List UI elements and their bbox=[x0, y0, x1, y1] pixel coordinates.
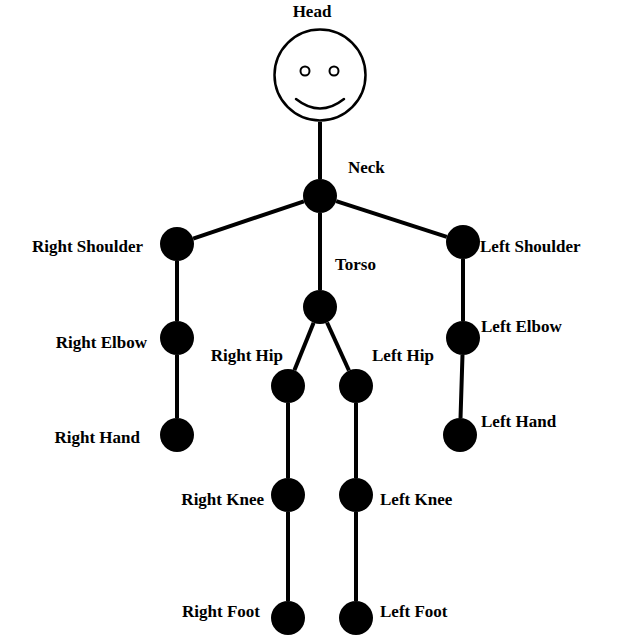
joint-shape bbox=[446, 225, 480, 259]
joint-dot: Right Shoulder bbox=[160, 227, 194, 261]
joint-dot: Torso bbox=[303, 290, 337, 324]
joint-shape bbox=[339, 601, 373, 635]
joint-shape bbox=[303, 290, 337, 324]
bone-line bbox=[354, 403, 358, 478]
joint-label: Torso bbox=[335, 256, 376, 275]
joint-circle bbox=[160, 227, 194, 261]
joint-circle bbox=[160, 418, 194, 452]
joint-label: Left Foot bbox=[380, 603, 448, 622]
eye bbox=[330, 67, 339, 76]
head-circle-shape bbox=[275, 30, 366, 121]
joint-shape bbox=[446, 321, 480, 355]
joint-circle bbox=[303, 290, 337, 324]
joint-dot: Right Foot bbox=[271, 601, 305, 635]
bone-line bbox=[327, 322, 349, 370]
joint-shape bbox=[271, 601, 305, 635]
bone-line bbox=[175, 355, 179, 418]
joint-label: Right Hip bbox=[211, 347, 283, 366]
joint-shape bbox=[160, 227, 194, 261]
bone-line bbox=[286, 512, 290, 601]
joint-dot: Left Shoulder bbox=[446, 225, 480, 259]
joint-label: Left Shoulder bbox=[480, 238, 581, 257]
joint-circle bbox=[160, 321, 194, 355]
joint-circle bbox=[271, 601, 305, 635]
joint-dot: Left Hand bbox=[443, 418, 477, 452]
joint-circle bbox=[339, 369, 373, 403]
joint-dot: Left Knee bbox=[339, 478, 373, 512]
joint-shape bbox=[339, 478, 373, 512]
joint-shape bbox=[339, 369, 373, 403]
joint-circle bbox=[446, 321, 480, 355]
joint-dot: Left Hip bbox=[339, 369, 373, 403]
bone-line bbox=[318, 213, 322, 290]
joint-shape bbox=[443, 418, 477, 452]
joint-dot: Left Foot bbox=[339, 601, 373, 635]
eye bbox=[301, 67, 310, 76]
joint-dot: Right Hand bbox=[160, 418, 194, 452]
joint-label: Right Shoulder bbox=[32, 238, 143, 257]
bone-line bbox=[286, 403, 290, 478]
bone-line bbox=[318, 122, 322, 179]
joint-dot: Right Elbow bbox=[160, 321, 194, 355]
joint-circle bbox=[339, 601, 373, 635]
joint-shape bbox=[271, 478, 305, 512]
joint-dot: Left Elbow bbox=[446, 321, 480, 355]
joint-label: Left Hip bbox=[372, 347, 434, 366]
joint-label: Head bbox=[293, 3, 332, 22]
joint-circle bbox=[271, 369, 305, 403]
joint-circle bbox=[339, 478, 373, 512]
head-outline bbox=[273, 28, 367, 122]
joint-shape bbox=[160, 418, 194, 452]
head-circle: Head bbox=[273, 28, 367, 122]
bone-line bbox=[294, 323, 313, 370]
joint-circle bbox=[271, 478, 305, 512]
bone-line bbox=[193, 201, 304, 238]
joint-circle bbox=[443, 418, 477, 452]
smile bbox=[296, 99, 344, 109]
joint-label: Right Elbow bbox=[56, 334, 147, 353]
joint-label: Neck bbox=[348, 159, 385, 178]
joint-dot: Right Knee bbox=[271, 478, 305, 512]
joint-circle bbox=[303, 179, 337, 213]
joint-dot: Right Hip bbox=[271, 369, 305, 403]
bone-line bbox=[336, 201, 447, 237]
bone-line bbox=[461, 355, 463, 418]
joint-label: Left Hand bbox=[481, 413, 556, 432]
bone-line bbox=[354, 512, 358, 601]
joint-label: Left Knee bbox=[380, 491, 452, 510]
joint-shape bbox=[271, 369, 305, 403]
bone-line bbox=[461, 259, 465, 321]
joint-label: Right Foot bbox=[182, 603, 260, 622]
joint-shape bbox=[160, 321, 194, 355]
bone-line bbox=[175, 261, 179, 321]
joint-dot: Neck bbox=[303, 179, 337, 213]
joint-label: Right Knee bbox=[181, 491, 264, 510]
joint-circle bbox=[446, 225, 480, 259]
joint-shape bbox=[303, 179, 337, 213]
joint-label: Right Hand bbox=[55, 429, 141, 448]
joint-label: Left Elbow bbox=[481, 318, 562, 337]
